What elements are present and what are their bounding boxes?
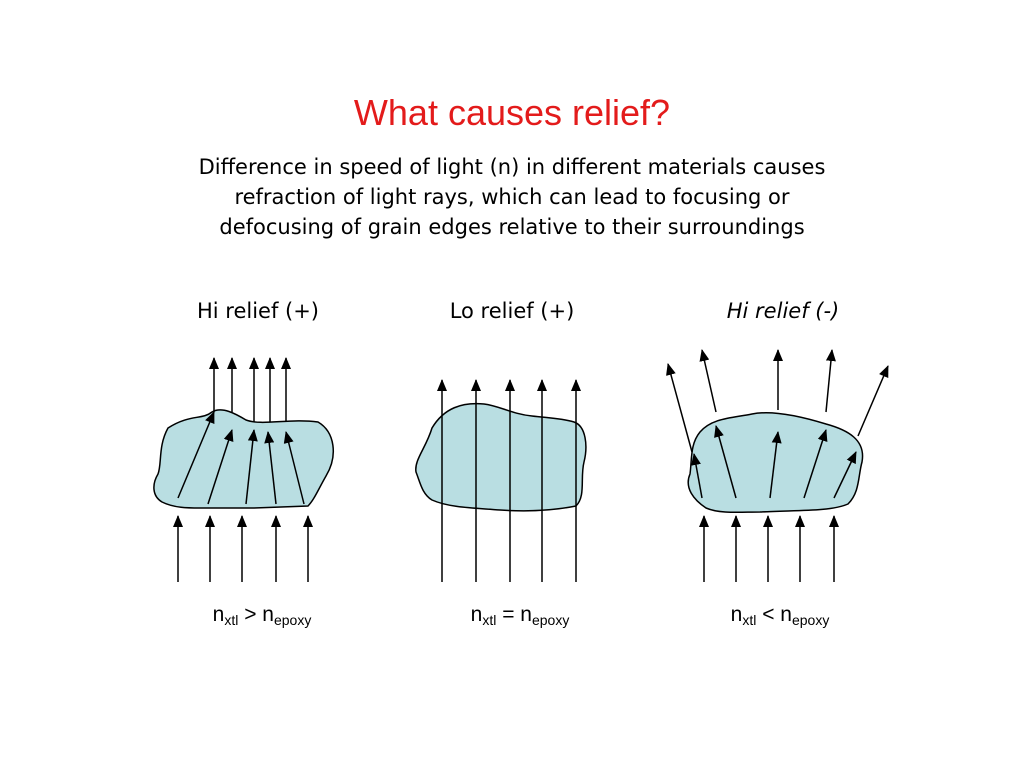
description-line-3: defocusing of grain edges relative to th… (219, 215, 805, 239)
relation-n-less: nxtl < nepoxy (730, 603, 830, 628)
ray-arrow-p3-inner-28 (803, 429, 828, 499)
slide-title: What causes relief? (353, 92, 671, 133)
ray-arrow-p1-inner-6 (207, 429, 234, 505)
ray-arrow-p3-inner-26 (714, 425, 737, 499)
slide-description: Difference in speed of light (n) in diff… (112, 152, 912, 242)
ray-arrow-p1-inner-5 (177, 411, 215, 499)
panel-label-hi-relief-positive: Hi relief (+) (196, 299, 320, 323)
ray-arrow-p1-inner-7 (245, 429, 258, 505)
ray-arrow-p3-out-31 (699, 349, 717, 413)
panel-label-lo-relief-positive: Lo relief (+) (449, 299, 575, 323)
ray-arrow-p3-inner-29 (833, 451, 857, 499)
relation-n-equal: nxtl = nepoxy (470, 603, 570, 628)
ray-arrow-p3-out-33 (825, 349, 836, 413)
ray-arrow-p3-out-30 (666, 363, 693, 453)
description-line-1: Difference in speed of light (n) in diff… (198, 155, 826, 179)
ray-arrow-p1-inner-9 (283, 431, 305, 505)
grain-hi-relief-positive (153, 409, 334, 509)
ray-arrow-p3-inner-25 (691, 453, 703, 499)
ray-arrow-p1-inner-8 (264, 431, 277, 505)
grain-lo-relief-positive (415, 402, 587, 512)
ray-arrow-p3-inner-27 (769, 431, 782, 499)
grain-hi-relief-negative (687, 411, 864, 514)
description-line-2: refraction of light rays, which can lead… (234, 185, 790, 209)
relation-n-greater: nxtl > nepoxy (212, 603, 312, 628)
ray-arrow-p3-out-34 (857, 365, 889, 437)
panel-label-hi-relief-negative: Hi relief (-) (726, 299, 840, 323)
